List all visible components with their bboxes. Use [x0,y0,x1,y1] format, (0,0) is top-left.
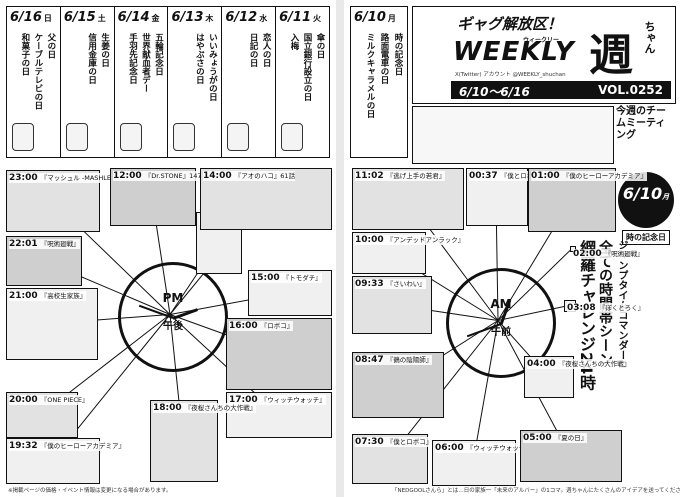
date-range: 6/10～6/16 [459,85,530,99]
badge-date: 6/10月 [622,184,670,203]
time-label: 14:00 『アオのハコ』61話 [203,171,296,181]
time-label: 03:08 『ぼくとろく』 [567,303,645,313]
schedule-line: 国立銀行設立の日 [301,33,312,101]
schedule-line: 世界献血者デー [140,33,151,93]
headline-line-3: 網羅チャレンジ24時 [577,240,596,391]
title-top: ギャグ解放区！ [457,15,563,33]
time-label: 10:00 『アンデッドアンラック』 [355,235,465,245]
schedule-line: 傘の日 [314,33,325,59]
time-label: 20:00 『ONE PIECE』 [9,395,89,405]
mascot-sketch [227,123,250,151]
mascot-sketch [119,123,142,151]
schedule-line: 信用金庫の日 [86,33,97,84]
mascot-sketch [65,123,88,151]
headline-line-1: ジャンプタイムコマンダー!! [614,240,628,440]
time-label: 04:00 『夜桜さんちの大作戦』 [527,359,631,369]
schedule-line: 父の日 [45,33,56,59]
date-range-bar: 6/10～6/16 VOL.0252 [451,81,671,99]
schedule-line: 生姜の日 [99,33,110,67]
schedule-line: ミルクキャラメルの日 [365,33,375,118]
headline: ジャンプタイムコマンダー!! 全ての時間帯シーン 網羅チャレンジ24時 [576,240,628,440]
title-suffix: ちゃん [643,21,656,54]
time-label: 05:00 『夏の日』 [523,433,588,443]
meeting-title: 今週のチームミーティング [616,106,666,141]
time-label: 01:00 『僕のヒーローアカデミア』 [531,171,648,181]
mascot-sketch [281,123,304,151]
time-label: 09:33 『さいわい』 [355,279,426,289]
time-label: 18:00 『夜桜さんちの大作戦』 [153,403,257,413]
schedule-line: 日記の日 [248,33,259,67]
left-footer: ※掲載ページの価格・イベント情報は変更になる場合があります。 [8,488,172,494]
time-label: 12:00 『Dr.STONE』147話 [113,171,209,181]
time-label: 15:00 『トモダチ』 [251,273,322,283]
title-kanji: 週 [589,30,633,81]
masthead: ギャグ解放区！ WEEKLY ウィークリー 週 ちゃん X(Twitter) ア… [412,6,676,104]
clock-label: 午後 [163,321,183,332]
clock-label: 午前 [491,327,511,338]
title-main: WEEKLY [453,37,575,67]
right-footer: 「NEDGOOLさんら」とは…日の家族一「未来のアルバー」の1コマ。週ちゃんにた… [392,488,680,494]
time-label: 22:01 『呪術廻戦』 [9,239,80,249]
schedule-line: 五輪記念日 [153,33,164,76]
comic-panel [150,400,218,482]
time-label: 23:00 『マッシュル -MASHLE-』21話 [9,173,135,183]
time-label: 16:00 『ロボコ』 [229,321,294,331]
mascot-sketch [12,123,34,151]
time-label: 17:00 『ウィッチウォッチ』 [229,395,326,405]
page-gutter [336,0,344,497]
time-label: 08:47 『鵺の陰陽師』 [355,355,433,365]
schedule-line: 恋人の日 [261,33,272,67]
schedule-line: はやぶさの日 [194,33,205,84]
time-label: 07:30 『僕とロボコ』 [355,437,433,447]
badge-caption: 時の記念日 [622,230,670,245]
time-label: 19:32 『僕のヒーローアカデミア』 [9,441,126,451]
schedule-line: ケーブルテレビの日 [32,33,43,110]
time-label: 00:37 『僕とロボコ』 [469,171,547,181]
schedule-line: 入梅 [288,33,299,50]
date-badge: 6/10月 [618,172,674,228]
mascot-sketch [173,123,196,151]
schedule-line: 路面電車の日 [379,33,389,84]
headline-line-2: 全ての時間帯シーン [596,240,614,440]
title-reading: ウィークリー [523,37,560,44]
schedule-line: 手羽先記念日 [127,33,138,84]
volume: VOL.0252 [598,83,663,97]
time-label: 11:02 『逃げ上手の若君』 [355,171,446,181]
time-label: 02:00 『呪術廻戦』 [573,249,644,259]
schedule-line: いいみょうがの日 [207,33,218,101]
clock-period: PM [162,291,184,305]
account-handle: X(Twitter) アカウント @WEEKLY_shuchan [455,72,566,78]
time-label: 06:00 『ウィッチウォッチ』 [435,443,532,453]
time-label: 21:00 『高校生家族』 [9,291,87,301]
schedule-line: 和菓子の日 [19,33,30,76]
schedule-line: 時の記念日 [393,33,403,76]
meeting-panel [412,106,614,164]
